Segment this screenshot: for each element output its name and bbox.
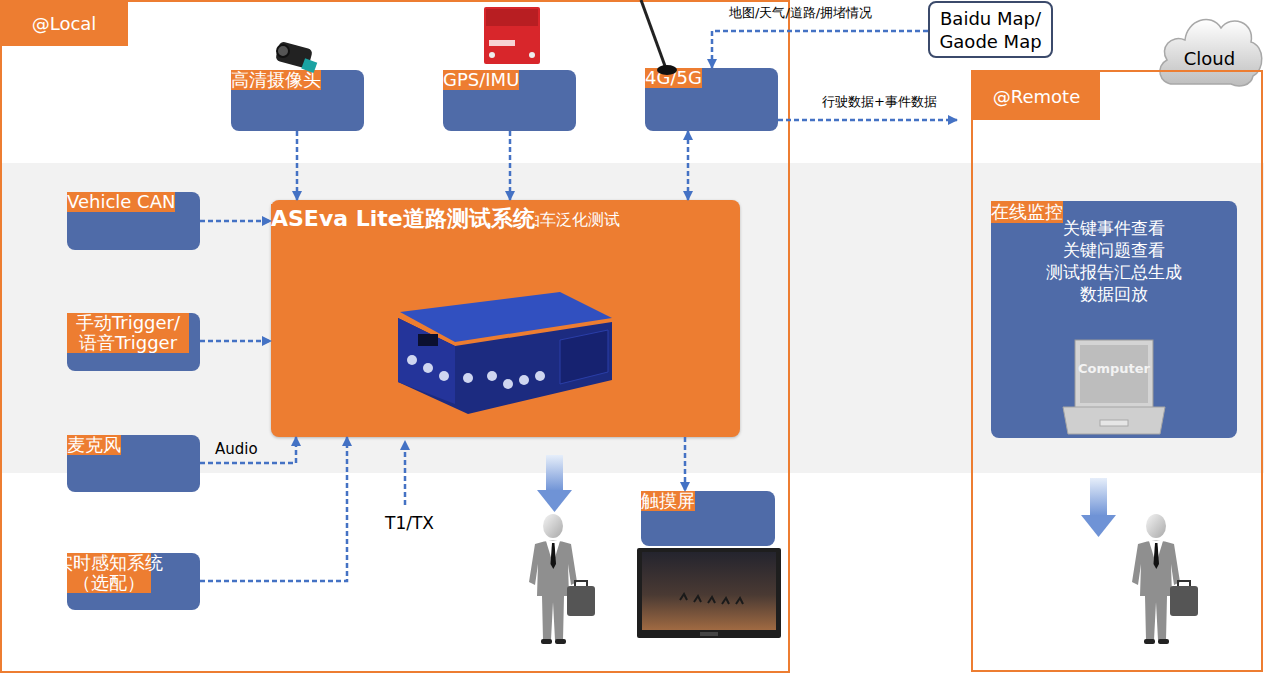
- computer-label: Computer: [1078, 361, 1151, 376]
- dashed-connector: [712, 31, 928, 68]
- node-text: Vehicle CAN: [67, 192, 175, 212]
- connector-label: Audio: [215, 440, 258, 458]
- connector-label: 地图/天气/道路/拥堵情况: [729, 4, 872, 22]
- gps-device: [484, 7, 540, 64]
- device-image: [398, 292, 612, 414]
- dashed-connector: [778, 119, 957, 122]
- node-text: Baidu Map/ Gaode Map: [935, 7, 1047, 53]
- computer-image: Computer: [1063, 340, 1165, 434]
- dashed-connector: [684, 437, 687, 491]
- node-text: Cloud: [1184, 48, 1235, 69]
- t1-leader: [405, 441, 406, 505]
- antenna: [641, 0, 677, 75]
- sensor-box: GPS/IMU: [443, 70, 576, 131]
- touchscreen-image: [637, 548, 781, 638]
- down-arrow: [537, 455, 1116, 537]
- node-text: 测试报告汇总生成: [1046, 261, 1182, 283]
- signal-label: T1/TX: [385, 513, 434, 533]
- dashed-connector: [296, 131, 299, 200]
- node-text: GPS/IMU: [443, 70, 519, 90]
- user-figure: [529, 514, 1198, 644]
- node-text: 关键问题查看: [1063, 239, 1165, 261]
- cloud-shape: Cloud: [1155, 4, 1264, 90]
- dashed-connector: [509, 131, 512, 200]
- region-tab: @Remote: [973, 72, 1100, 120]
- cloud-outline: [1155, 4, 1264, 90]
- node-text: 在线监控: [991, 201, 1063, 223]
- node-text: 手动Trigger/ 语音Trigger: [67, 313, 189, 353]
- dashed-connector: [200, 437, 347, 581]
- input-box: 实时感知系统（选配）: [67, 553, 200, 610]
- dashed-connector: [687, 131, 690, 200]
- node-text: ASEva Lite道路测试系统: [271, 204, 535, 234]
- dashed-connector: [200, 437, 296, 463]
- map-service-box: Baidu Map/ Gaode Map: [928, 1, 1053, 58]
- network-box: 4G/5G: [645, 68, 778, 131]
- node-text: 数据回放: [1080, 283, 1148, 305]
- input-box: 麦克风: [67, 435, 200, 492]
- sensor-box: 高清摄像头: [231, 70, 364, 131]
- camera-icon: [275, 41, 317, 73]
- dashed-connector: [200, 340, 271, 343]
- dashed-connector: [200, 220, 271, 223]
- node-text: 麦克风: [67, 435, 121, 455]
- connector-label: 行驶数据+事件数据: [822, 93, 937, 111]
- node-text: 实时感知系统（选配）: [67, 553, 151, 593]
- node-text: 高清摄像头: [231, 70, 321, 90]
- node-text: 关键事件查看: [1063, 217, 1165, 239]
- node-text: 触摸屏: [641, 491, 695, 511]
- input-box: Vehicle CAN: [67, 192, 200, 250]
- region-tab: @Local: [0, 0, 128, 46]
- input-box: 手动Trigger/ 语音Trigger: [67, 313, 200, 371]
- display-box: 触摸屏: [641, 491, 775, 546]
